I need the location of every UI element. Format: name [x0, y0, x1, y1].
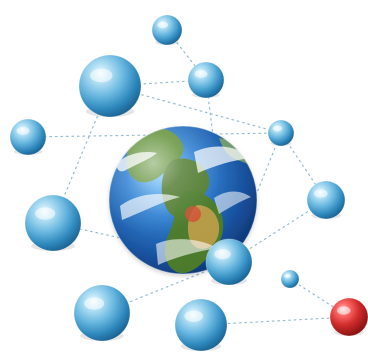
node-left-lower-sphere: [25, 195, 81, 251]
node-top-highlight: [157, 22, 168, 29]
node-bottom-center-sphere: [175, 299, 227, 351]
node-accent-red: [330, 298, 368, 336]
node-bottom-center-highlight: [184, 310, 203, 321]
node-right-lower: [307, 181, 345, 219]
node-bottom-left: [74, 285, 130, 341]
node-bottom-left-highlight: [84, 297, 104, 309]
node-center-lower-sphere: [206, 239, 252, 285]
node-right-lower-sphere: [307, 181, 345, 219]
node-right-lower-highlight: [314, 189, 328, 197]
node-accent-red-highlight: [337, 306, 351, 314]
node-top-sphere: [152, 15, 182, 45]
node-accent-red-sphere: [330, 298, 368, 336]
node-left-mid-sphere: [10, 119, 46, 155]
node-right-mid: [268, 120, 294, 146]
node-left-mid-highlight: [16, 127, 29, 135]
node-small-right-highlight: [284, 274, 290, 278]
node-left-mid: [10, 119, 46, 155]
node-right-top-highlight: [194, 70, 207, 78]
node-left-lower: [25, 195, 81, 251]
node-bottom-left-sphere: [74, 285, 130, 341]
node-right-mid-sphere: [268, 120, 294, 146]
node-right-mid-highlight: [273, 126, 282, 132]
node-center-lower: [206, 239, 252, 285]
node-top: [152, 15, 182, 45]
node-center-lower-highlight: [214, 249, 231, 259]
node-small-right: [281, 270, 299, 288]
node-large-left-top-sphere: [79, 55, 141, 117]
node-large-left-top: [79, 55, 141, 117]
node-small-right-sphere: [281, 270, 299, 288]
node-left-lower-highlight: [35, 207, 55, 219]
node-right-top-sphere: [188, 62, 224, 98]
node-bottom-center: [175, 299, 227, 351]
node-right-top: [188, 62, 224, 98]
node-large-left-top-highlight: [90, 69, 112, 83]
